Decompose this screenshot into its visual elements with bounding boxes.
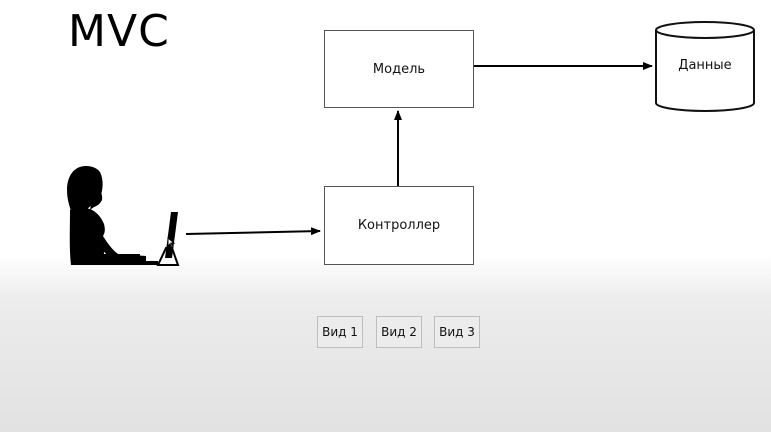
data-label: Данные bbox=[678, 58, 732, 73]
view-1-box: Вид 1 bbox=[317, 316, 363, 348]
arrow-user-to-controller bbox=[185, 227, 321, 236]
model-box: Модель bbox=[324, 30, 474, 108]
model-label: Модель bbox=[372, 61, 426, 77]
view-2-label: Вид 2 bbox=[381, 325, 417, 339]
view-2-box: Вид 2 bbox=[376, 316, 422, 348]
user-at-computer-icon bbox=[67, 166, 180, 266]
view-3-box: Вид 3 bbox=[434, 316, 480, 348]
view-3-label: Вид 3 bbox=[439, 325, 475, 339]
database-icon bbox=[655, 21, 755, 112]
diagram-title: MVC bbox=[68, 6, 170, 57]
controller-label: Контроллер bbox=[357, 218, 441, 233]
controller-box: Контроллер bbox=[324, 186, 474, 265]
view-1-label: Вид 1 bbox=[322, 325, 358, 339]
